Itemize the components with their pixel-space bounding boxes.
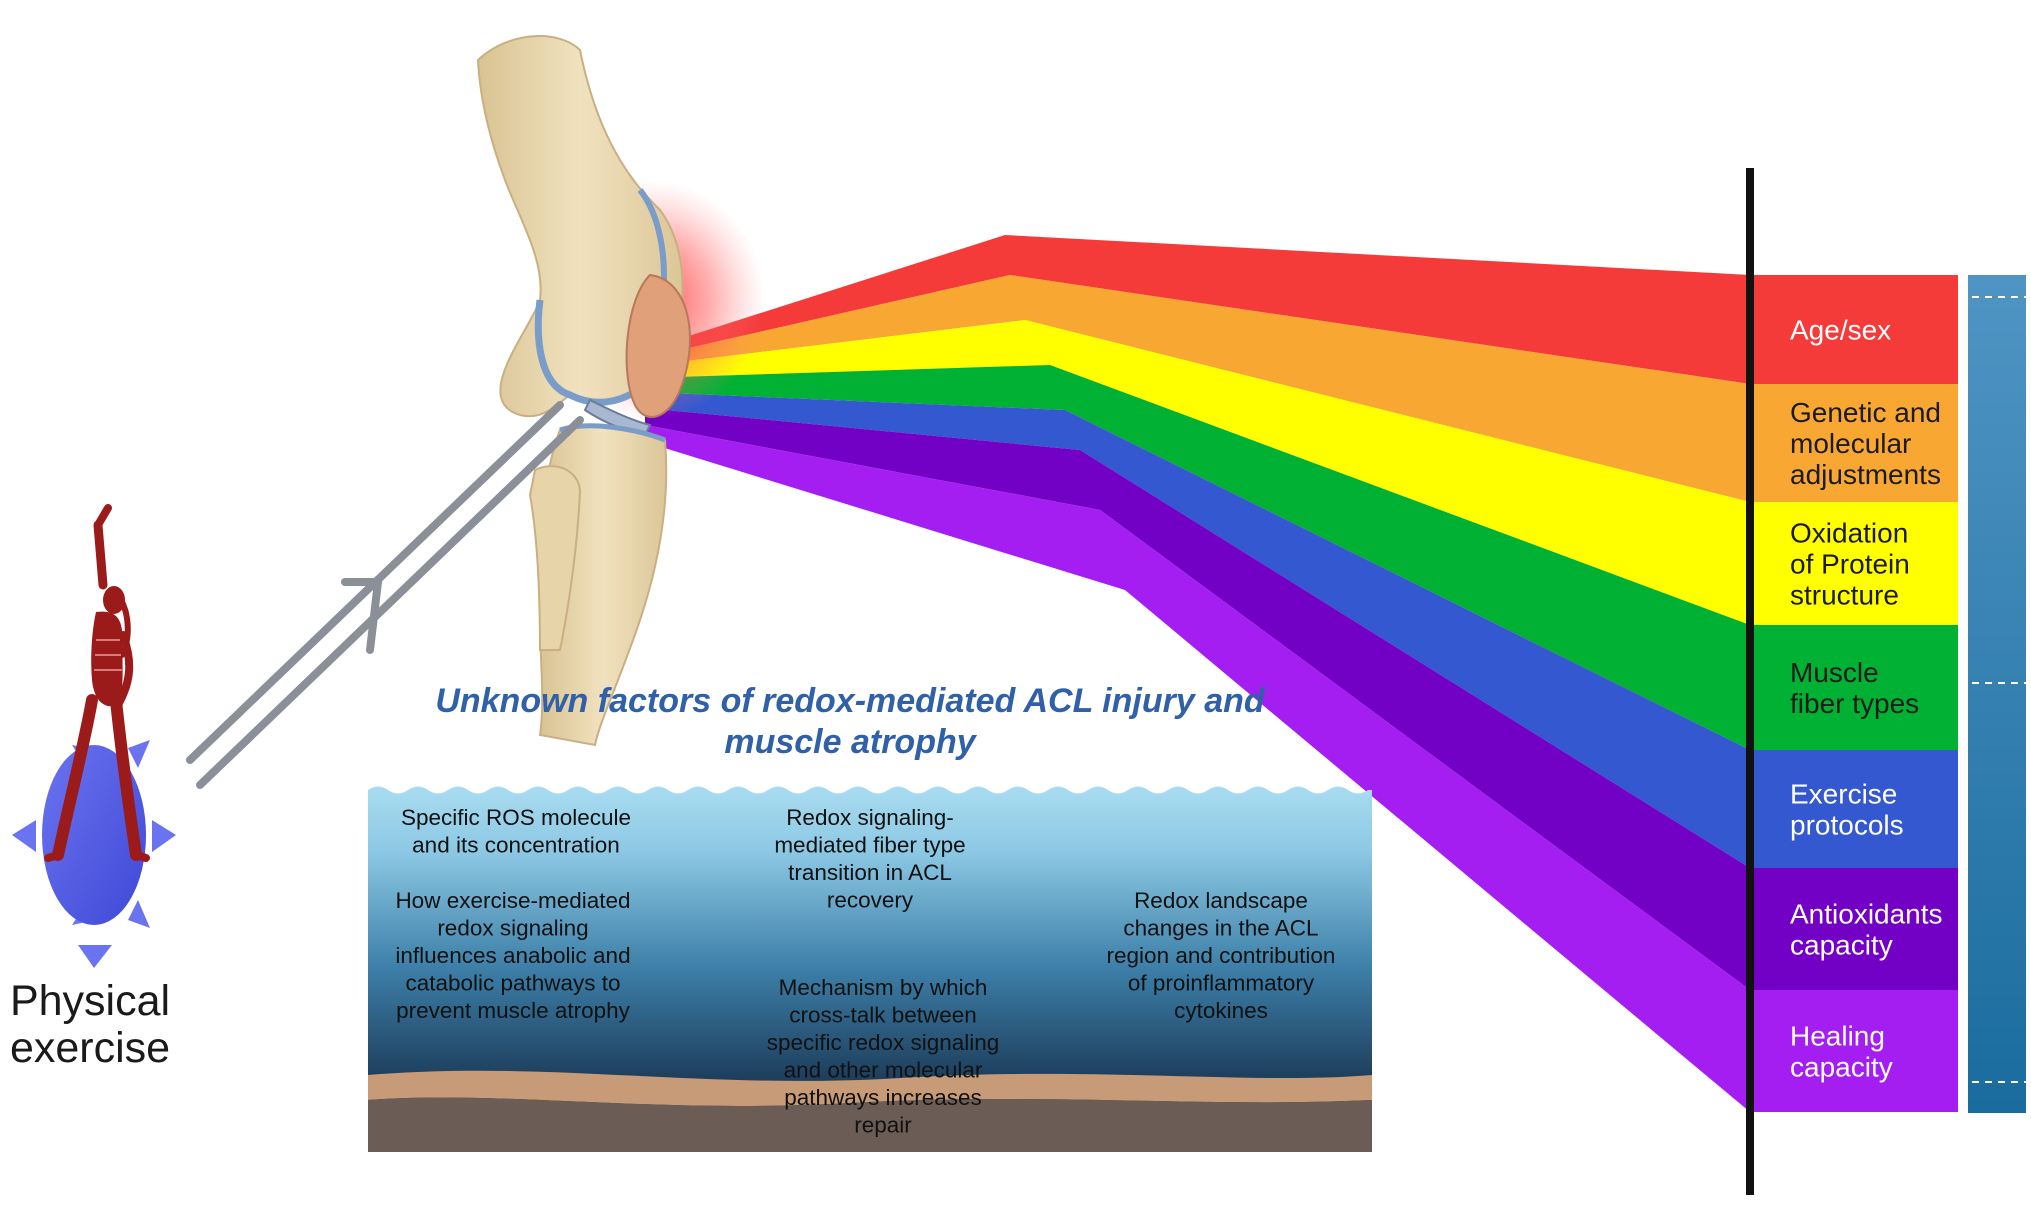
- fibula-bone: [528, 465, 582, 651]
- factor-label-line: structure: [1790, 580, 1899, 611]
- scale-bar: [1968, 275, 2026, 1113]
- unknown-factor-line: prevent muscle atrophy: [396, 998, 631, 1023]
- unknown-factor-line: cross-talk between: [789, 1003, 977, 1028]
- factor-band-2: [645, 320, 1958, 625]
- factor-band-3: [645, 365, 1958, 750]
- joint-cartilage: [534, 299, 653, 406]
- factor-label-line: capacity: [1790, 1052, 1893, 1083]
- factor-band-1: [645, 275, 1958, 502]
- unknown-factor-line: influences anabolic and: [395, 943, 630, 968]
- exercise-label-line-2: exercise: [10, 1024, 170, 1072]
- unknown-factor-line: mediated fiber type: [774, 833, 965, 858]
- unknowns-panel: [368, 786, 1372, 1152]
- factor-label-line: adjustments: [1790, 459, 1941, 490]
- factor-label-line: Age/sex: [1790, 315, 1891, 346]
- unknown-factor-line: changes in the ACL: [1123, 916, 1318, 941]
- exercise-label-line-1: Physical: [10, 977, 170, 1025]
- ocean-water: [368, 786, 1372, 1150]
- factor-label-line: Muscle: [1790, 657, 1879, 688]
- factor-band-0: [645, 235, 1958, 384]
- factor-label-line: molecular: [1790, 428, 1911, 459]
- factor-label-line: of Protein: [1790, 549, 1910, 580]
- unknown-factors-text: Specific ROS molecule and its concentrati…: [395, 805, 1335, 1138]
- unknown-factor-0: Specific ROS molecule and its concentrati…: [401, 805, 631, 858]
- factor-band-6: [645, 425, 1958, 1112]
- factor-label-line: Exercise: [1790, 779, 1897, 810]
- diagram-title: Unknown factors of redox-mediated ACL in…: [435, 682, 1266, 761]
- factor-label-line: Genetic and: [1790, 397, 1941, 428]
- unknown-factor-line: cytokines: [1174, 998, 1268, 1023]
- woman-figure: [44, 504, 150, 862]
- factor-band-5: [645, 408, 1958, 990]
- factor-label-line: protocols: [1790, 810, 1904, 841]
- factor-label-line: fiber types: [1790, 688, 1919, 719]
- unknown-factor-line: transition in ACL: [788, 860, 952, 885]
- factor-label-line: Healing: [1790, 1021, 1885, 1052]
- unknown-factor-line: How exercise-mediated: [395, 888, 630, 913]
- unknown-factor-line: Specific ROS molecule: [401, 805, 631, 830]
- unknown-factor-line: pathways increases: [784, 1085, 982, 1110]
- factor-label-line: Oxidation: [1790, 518, 1908, 549]
- factor-band-4: [645, 392, 1958, 868]
- unknown-factor-line: catabolic pathways to: [405, 971, 620, 996]
- unknown-factor-line: redox signaling: [437, 916, 588, 941]
- exercise-figure: Physical exercise: [10, 504, 176, 1072]
- factor-bands: [645, 235, 1958, 1112]
- unknown-factor-line: and other molecular: [784, 1058, 983, 1083]
- title-line-1: Unknown factors of redox-mediated ACL in…: [435, 682, 1266, 720]
- title-line-2: muscle atrophy: [724, 723, 977, 761]
- unknown-factor-line: specific redox signaling: [767, 1030, 1000, 1055]
- patella: [625, 273, 691, 418]
- seabed-floor: [368, 1097, 1372, 1152]
- factor-label-0: Age/sex: [1790, 315, 1891, 346]
- unknown-factor-line: region and contribution: [1107, 943, 1336, 968]
- factor-label-line: capacity: [1790, 930, 1893, 961]
- factor-label-line: Antioxidants: [1790, 899, 1943, 930]
- unknown-factor-line: Redox signaling-: [786, 805, 954, 830]
- unknown-factor-line: and its concentration: [412, 833, 620, 858]
- exercise-arrow: [186, 401, 584, 789]
- knee-joint-illustration: [476, 35, 765, 747]
- seabed-sand: [368, 1070, 1372, 1106]
- unknown-factor-line: repair: [854, 1113, 912, 1138]
- woman-torso-stripes: [94, 639, 122, 671]
- unknown-factor-line: Mechanism by which: [779, 975, 988, 1000]
- unknown-factor-line: Redox landscape: [1134, 888, 1308, 913]
- unknown-factor-line: of proinflammatory: [1128, 971, 1315, 996]
- unknown-factor-line: recovery: [827, 888, 914, 913]
